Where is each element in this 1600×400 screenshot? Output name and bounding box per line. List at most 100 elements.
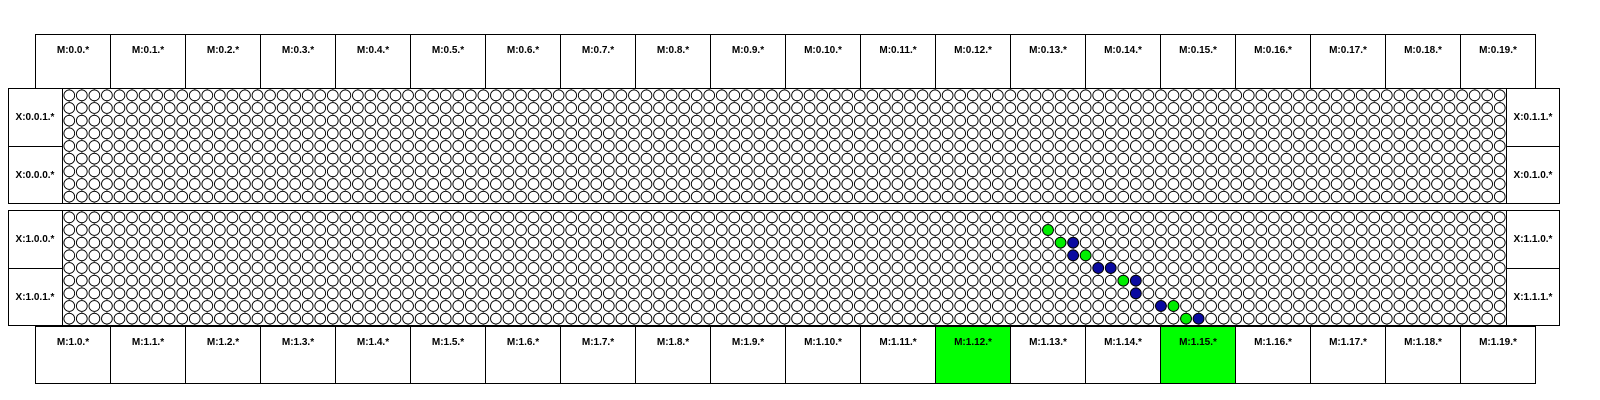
band-0-node	[377, 102, 389, 114]
band-1-node	[1255, 211, 1268, 224]
band-1-node	[791, 274, 803, 287]
band-0-node	[741, 127, 753, 140]
band-1-node	[590, 300, 603, 312]
band-1-node	[602, 211, 615, 224]
band-0-node	[289, 89, 301, 102]
band-0-node	[239, 190, 251, 203]
band-0-node	[540, 127, 552, 140]
band-0-node	[201, 190, 214, 203]
band-0-node	[1129, 102, 1142, 114]
band-0-node	[251, 140, 264, 152]
band-0-node	[1406, 178, 1418, 190]
band-0-node	[1167, 102, 1180, 114]
band-1-node	[1192, 274, 1205, 287]
band-0-node	[690, 140, 703, 152]
band-1-node	[126, 236, 138, 249]
band-0-node	[201, 178, 214, 190]
band-0-node	[615, 190, 628, 203]
band-1-node	[427, 236, 440, 249]
band-0-node	[1456, 152, 1468, 165]
band-1-node	[1205, 312, 1217, 325]
band-1-node	[728, 224, 741, 236]
band-1-node	[515, 224, 527, 236]
band-1-node	[916, 224, 929, 236]
band-0-node	[879, 114, 891, 127]
band-0-node	[590, 178, 603, 190]
band-1-node	[1418, 312, 1431, 325]
band-1-node	[741, 211, 753, 224]
band-1-node	[941, 236, 954, 249]
band-1-node	[778, 300, 791, 312]
band-0-node	[1004, 165, 1017, 178]
band-1-node-grid	[63, 211, 1506, 325]
band-0-node	[929, 89, 941, 102]
band-0-node	[101, 190, 113, 203]
band-0-node	[188, 178, 201, 190]
band-0-node	[1393, 165, 1406, 178]
band-0-node	[1305, 89, 1318, 102]
band-1-node	[828, 211, 841, 224]
band-1-node	[866, 236, 879, 249]
band-0-node	[364, 190, 377, 203]
band-0-node	[1305, 140, 1318, 152]
band-0-node	[515, 114, 527, 127]
bottom-module-9: M:1.9.*	[710, 326, 786, 384]
band-1-node	[565, 274, 578, 287]
band-0-node	[251, 102, 264, 114]
band-0-node	[63, 127, 76, 140]
top-module-9: M:0.9.*	[710, 34, 786, 89]
band-0-node	[1443, 152, 1456, 165]
band-0-node	[477, 127, 490, 140]
band-1-node	[778, 262, 791, 274]
band-0-node	[502, 102, 515, 114]
band-1-node	[841, 300, 854, 312]
band-0-node	[226, 190, 239, 203]
band-1-node	[352, 249, 364, 262]
band-0-node	[1368, 178, 1381, 190]
band-1-node	[916, 249, 929, 262]
band-0-node	[1468, 152, 1481, 165]
band-0-node	[1468, 114, 1481, 127]
band-0-node	[490, 140, 502, 152]
band-0-node	[1205, 140, 1217, 152]
band-0-node	[1004, 89, 1017, 102]
band-0-node	[427, 152, 440, 165]
band-1-node	[1205, 262, 1217, 274]
band-1-node	[352, 287, 364, 300]
band-0-node	[364, 152, 377, 165]
band-1-node	[264, 312, 276, 325]
band-1-node	[1268, 249, 1280, 262]
band-0-node	[464, 114, 477, 127]
band-1-node	[490, 300, 502, 312]
band-1-node	[1305, 312, 1318, 325]
band-1-node	[1456, 236, 1468, 249]
band-0-node	[916, 178, 929, 190]
band-0-node	[226, 140, 239, 152]
band-1-node	[352, 236, 364, 249]
band-1-node	[1117, 211, 1130, 224]
band-0-node	[126, 102, 138, 114]
band-0-node	[276, 89, 289, 102]
band-1-node	[1129, 262, 1142, 274]
band-1-node	[1004, 236, 1017, 249]
band-0-node	[490, 165, 502, 178]
band-1-node	[602, 300, 615, 312]
band-1-node	[552, 312, 565, 325]
band-0-node	[75, 165, 88, 178]
band-1-node	[1431, 274, 1443, 287]
band-0-node	[1167, 127, 1180, 140]
bottom-module-7: M:1.7.*	[560, 326, 636, 384]
band-1-node	[1017, 262, 1029, 274]
band-1-node	[163, 300, 176, 312]
band-1-node	[1493, 274, 1506, 287]
band-0-node	[929, 127, 941, 140]
band-0-node	[126, 89, 138, 102]
band-0-node	[778, 152, 791, 165]
band-1-node	[1493, 300, 1506, 312]
band-0-node	[1355, 140, 1368, 152]
band-0-node	[201, 127, 214, 140]
band-0-node	[954, 114, 967, 127]
band-0-node	[653, 140, 665, 152]
band-1-node	[452, 224, 465, 236]
band-0-node	[966, 178, 979, 190]
